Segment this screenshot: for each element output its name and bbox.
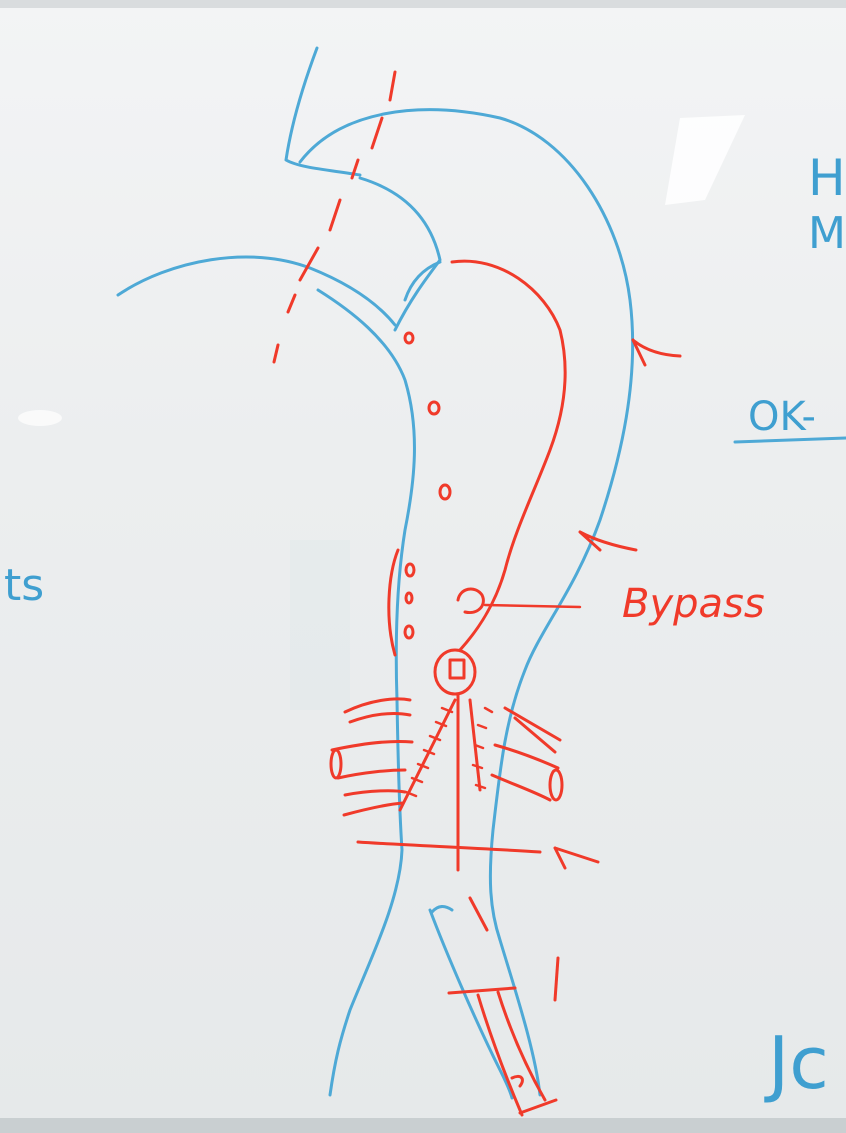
bypass-label: Bypass <box>622 581 765 627</box>
left-edge-text: ts <box>4 560 44 611</box>
bypass-annotation: Bypass <box>485 581 765 627</box>
dot-markers <box>405 333 483 638</box>
bottom-right-text: Jc <box>764 1021 829 1105</box>
edge-text: H M OK- ts Jc <box>4 149 846 1105</box>
aorta-outline <box>118 48 633 1098</box>
top-right-text-1: H <box>808 149 846 207</box>
graft-junction <box>400 650 480 870</box>
iliac-graft <box>449 898 558 1115</box>
top-right-text-2: M <box>808 208 846 259</box>
ok-text: OK- <box>748 394 816 440</box>
